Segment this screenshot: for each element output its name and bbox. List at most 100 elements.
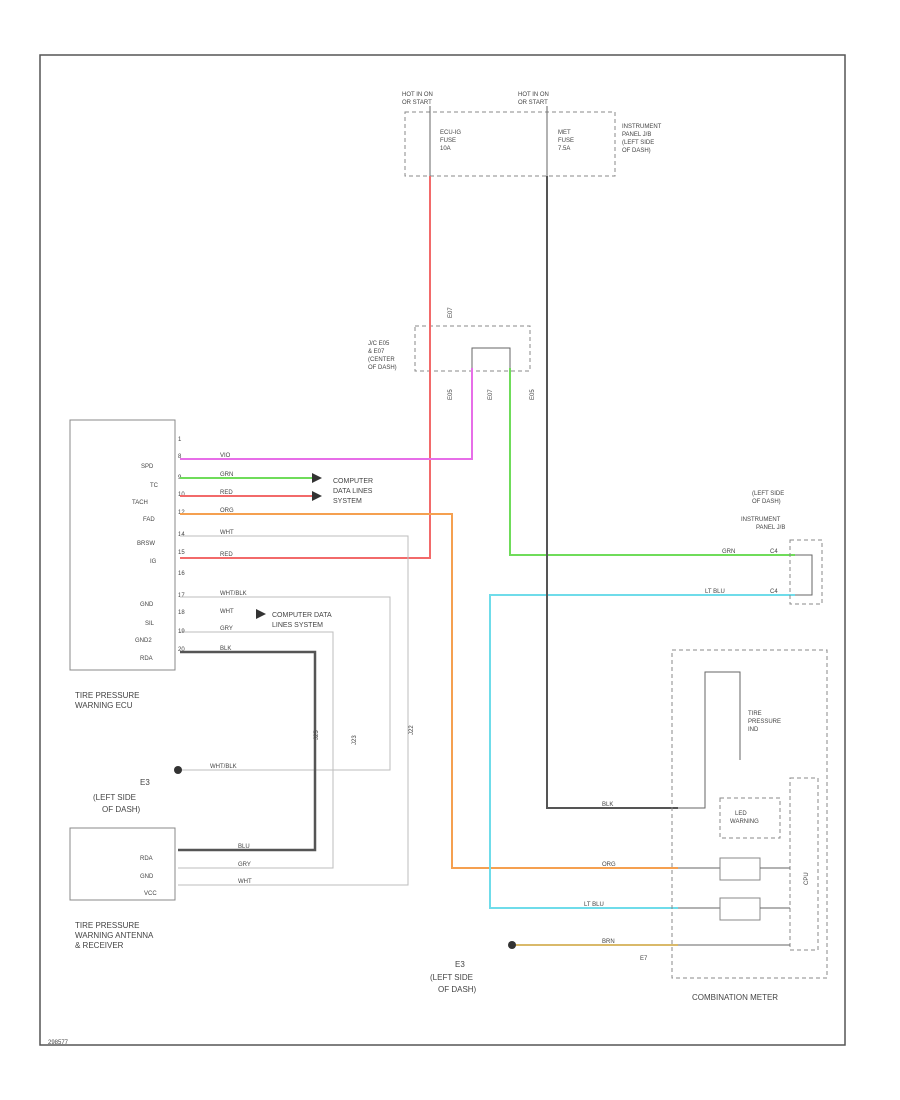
svg-text:OF DASH): OF DASH)	[368, 365, 397, 371]
arrow-icon	[256, 609, 266, 619]
svg-text:HOT IN ON: HOT IN ON	[402, 92, 433, 98]
svg-text:E3: E3	[140, 778, 150, 787]
svg-text:7.5A: 7.5A	[558, 146, 570, 152]
svg-text:WARNING ECU: WARNING ECU	[75, 701, 133, 710]
svg-text:FUSE: FUSE	[440, 138, 456, 144]
fuse-box: HOT IN ON OR START HOT IN ON OR START EC…	[402, 92, 662, 177]
svg-text:INSTRUMENT: INSTRUMENT	[741, 517, 781, 523]
svg-text:GND: GND	[140, 874, 154, 880]
svg-text:ECU-IG: ECU-IG	[440, 130, 461, 136]
svg-text:LED: LED	[735, 811, 747, 817]
computer-data-lines-note-2: COMPUTER DATA LINES SYSTEM	[272, 612, 332, 629]
svg-text:(LEFT SIDE: (LEFT SIDE	[622, 140, 654, 146]
svg-text:BRSW: BRSW	[137, 541, 155, 547]
svg-text:16: 16	[178, 571, 185, 577]
svg-text:BRN: BRN	[602, 939, 615, 945]
svg-text:WARNING ANTENNA: WARNING ANTENNA	[75, 931, 154, 940]
svg-text:OF DASH): OF DASH)	[102, 805, 141, 814]
svg-text:J22: J22	[409, 725, 415, 735]
svg-text:& E07: & E07	[368, 349, 385, 355]
svg-text:E07: E07	[448, 307, 454, 318]
svg-text:(LEFT SIDE: (LEFT SIDE	[752, 491, 784, 497]
svg-text:GND2: GND2	[135, 638, 152, 644]
svg-text:COMBINATION METER: COMBINATION METER	[692, 993, 778, 1002]
svg-text:14: 14	[178, 532, 185, 538]
svg-text:WHT: WHT	[220, 530, 234, 536]
svg-text:WHT: WHT	[238, 879, 252, 885]
svg-text:J/C E05: J/C E05	[368, 341, 390, 347]
thin-wires	[178, 535, 409, 886]
svg-text:RED: RED	[220, 552, 233, 558]
svg-text:TIRE PRESSURE: TIRE PRESSURE	[75, 691, 139, 700]
svg-text:C4: C4	[770, 549, 778, 555]
ecu-pin-labels: 1 SPD TC TACH FAD BRSW IG GND SIL GND2 R…	[132, 437, 185, 662]
svg-text:10A: 10A	[440, 146, 451, 152]
svg-text:RDA: RDA	[140, 856, 153, 862]
svg-text:CPU: CPU	[804, 872, 810, 885]
svg-text:FAD: FAD	[143, 517, 155, 523]
svg-text:SYSTEM: SYSTEM	[333, 498, 362, 505]
svg-text:ORG: ORG	[602, 862, 616, 868]
svg-text:GRN: GRN	[722, 549, 735, 555]
svg-text:OF DASH): OF DASH)	[622, 148, 651, 154]
svg-text:1: 1	[178, 437, 182, 443]
instrument-panel-jb: (LEFT SIDE OF DASH) INSTRUMENT PANEL J/B…	[705, 491, 823, 605]
footer-code: 298577	[48, 1040, 69, 1046]
svg-text:& RECEIVER: & RECEIVER	[75, 941, 124, 950]
svg-text:BLK: BLK	[602, 802, 613, 808]
svg-text:LT BLU: LT BLU	[584, 902, 604, 908]
svg-text:OF DASH): OF DASH)	[438, 985, 477, 994]
svg-text:RED: RED	[220, 490, 233, 496]
svg-text:GRY: GRY	[238, 862, 251, 868]
svg-text:WARNING: WARNING	[730, 819, 759, 825]
svg-text:SPD: SPD	[141, 464, 154, 470]
combination-meter: COMBINATION METER TIRE PRESSURE IND LED …	[584, 649, 828, 1002]
svg-text:ORG: ORG	[220, 508, 234, 514]
arrow-icon	[312, 473, 322, 483]
wire-red-ig	[180, 176, 431, 559]
svg-text:PANEL J/B: PANEL J/B	[756, 525, 785, 531]
svg-text:J23: J23	[352, 735, 358, 745]
svg-text:WHT/BLK: WHT/BLK	[220, 591, 247, 597]
splice-labels: J25 J23 J22	[314, 725, 415, 745]
svg-text:E07: E07	[488, 389, 494, 400]
svg-text:OF DASH): OF DASH)	[752, 499, 781, 505]
svg-text:J25: J25	[314, 730, 320, 740]
ground-bottom: E3 (LEFT SIDE OF DASH)	[430, 941, 516, 994]
svg-text:8: 8	[178, 454, 182, 460]
svg-text:E3: E3	[455, 960, 465, 969]
svg-text:VIO: VIO	[220, 453, 231, 459]
svg-text:C4: C4	[770, 589, 778, 595]
ground-icon	[174, 766, 182, 774]
svg-text:LT BLU: LT BLU	[705, 589, 725, 595]
svg-text:COMPUTER DATA: COMPUTER DATA	[272, 612, 332, 619]
svg-text:BLK: BLK	[220, 646, 231, 652]
svg-text:(LEFT SIDE: (LEFT SIDE	[430, 973, 473, 982]
svg-text:(CENTER: (CENTER	[368, 357, 395, 363]
svg-text:IG: IG	[150, 559, 157, 565]
svg-text:TIRE: TIRE	[748, 711, 762, 717]
wire-violet-spd	[180, 368, 473, 460]
svg-text:IND: IND	[748, 727, 759, 733]
svg-text:TC: TC	[150, 483, 159, 489]
ground-left: WHT/BLK E3 (LEFT SIDE OF DASH)	[93, 764, 237, 814]
svg-text:15: 15	[178, 550, 185, 556]
svg-text:SIL: SIL	[145, 621, 155, 627]
svg-text:TACH: TACH	[132, 500, 148, 506]
svg-text:HOT IN ON: HOT IN ON	[518, 92, 549, 98]
svg-text:18: 18	[178, 610, 185, 616]
outer-frame	[39, 54, 846, 1046]
svg-text:INSTRUMENT: INSTRUMENT	[622, 124, 662, 130]
svg-text:BLU: BLU	[238, 844, 250, 850]
wire-orange-fad	[180, 513, 678, 869]
svg-text:WHT/BLK: WHT/BLK	[210, 764, 237, 770]
svg-text:OR START: OR START	[518, 100, 548, 106]
svg-text:E05: E05	[448, 389, 454, 400]
svg-text:17: 17	[178, 593, 185, 599]
wire-lightblue	[489, 594, 795, 909]
svg-text:RDA: RDA	[140, 656, 153, 662]
svg-text:VCC: VCC	[144, 891, 157, 897]
svg-text:WHT: WHT	[220, 609, 234, 615]
svg-text:GRN: GRN	[220, 472, 233, 478]
tire-pressure-ecu: TIRE PRESSURE WARNING ECU	[69, 419, 176, 710]
